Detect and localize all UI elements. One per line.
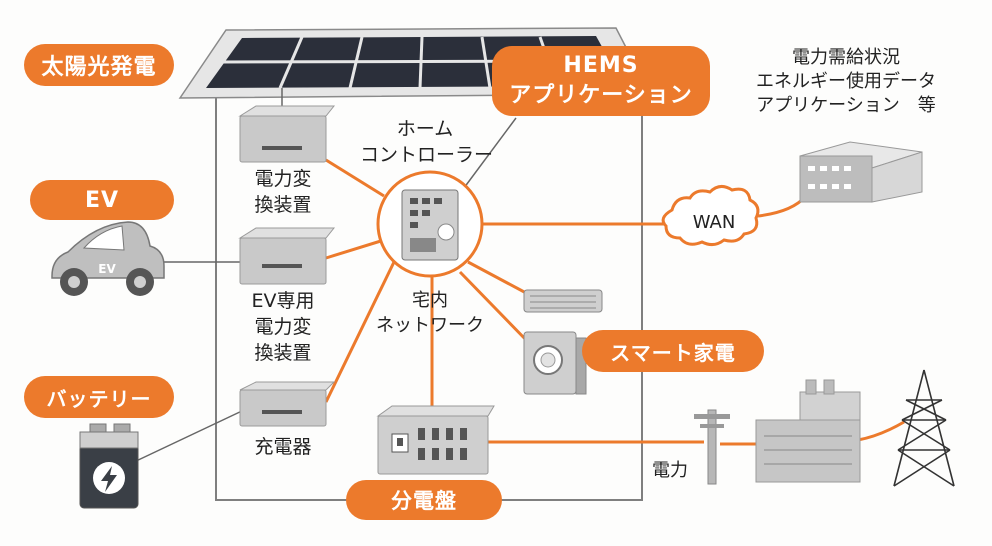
ev-converter-line3: 換装置 (254, 342, 312, 364)
power-converter-icon (238, 105, 336, 163)
breaker-panel-icon (376, 405, 495, 475)
solar-label: 太陽光発電 (24, 44, 174, 86)
charger-icon (239, 381, 336, 427)
cloud-info-line2: エネルギー使用データ (756, 71, 936, 92)
power-text: 電力 (652, 460, 688, 481)
ev-label: EV (30, 180, 174, 220)
air-conditioner-icon (523, 289, 603, 313)
home-controller-line1: ホーム (396, 118, 454, 140)
home-network-line1: 宅内 (412, 290, 448, 311)
ev-converter-text: EV専用 電力変 換装置 (236, 288, 330, 366)
power-converter-line2: 換装置 (254, 194, 312, 216)
battery-icon (79, 423, 139, 509)
charger-text: 充電器 (254, 436, 312, 458)
wan-cloud (661, 185, 760, 247)
battery-label: バッテリー (24, 376, 174, 418)
server-icon (799, 141, 923, 203)
home-network-text: 宅内 ネットワーク (360, 288, 500, 338)
hems-application-label: HEMS アプリケーション (492, 46, 710, 116)
wan-text: WAN (692, 212, 736, 233)
hems-label-line1: HEMS (563, 53, 639, 78)
utility-pole-icon (694, 409, 730, 485)
ev-converter-line1: EV専用 (251, 290, 315, 312)
battery-cable (133, 409, 245, 463)
ev-converter-line2: 電力変 (254, 316, 312, 338)
ev-power-converter-icon (238, 227, 336, 285)
network-lines (324, 158, 905, 446)
power-converter-line1: 電力変 (254, 168, 312, 190)
hems-to-controller-line (457, 117, 517, 197)
washing-machine-icon (523, 331, 587, 395)
smart-appliance-label: スマート家電 (582, 330, 764, 372)
power-converter-text: 電力変 換装置 (236, 166, 330, 218)
home-network-line2: ネットワーク (376, 315, 484, 336)
ev-car-text: EV (98, 262, 116, 276)
cloud-info-text: 電力需給状況 エネルギー使用データ アプリケーション 等 (726, 46, 966, 118)
home-controller-line2: コントローラー (360, 144, 494, 166)
power-plant-icon (755, 379, 861, 483)
transmission-tower-icon (893, 369, 955, 487)
cloud-info-line1: 電力需給状況 (792, 47, 900, 68)
ev-car-icon (51, 221, 165, 296)
hems-label-line2: アプリケーション (509, 83, 693, 108)
cloud-info-line3: アプリケーション 等 (756, 95, 936, 116)
home-controller-icon (376, 170, 484, 278)
distribution-board-label: 分電盤 (346, 480, 502, 520)
home-controller-text: ホーム コントローラー (360, 116, 494, 168)
